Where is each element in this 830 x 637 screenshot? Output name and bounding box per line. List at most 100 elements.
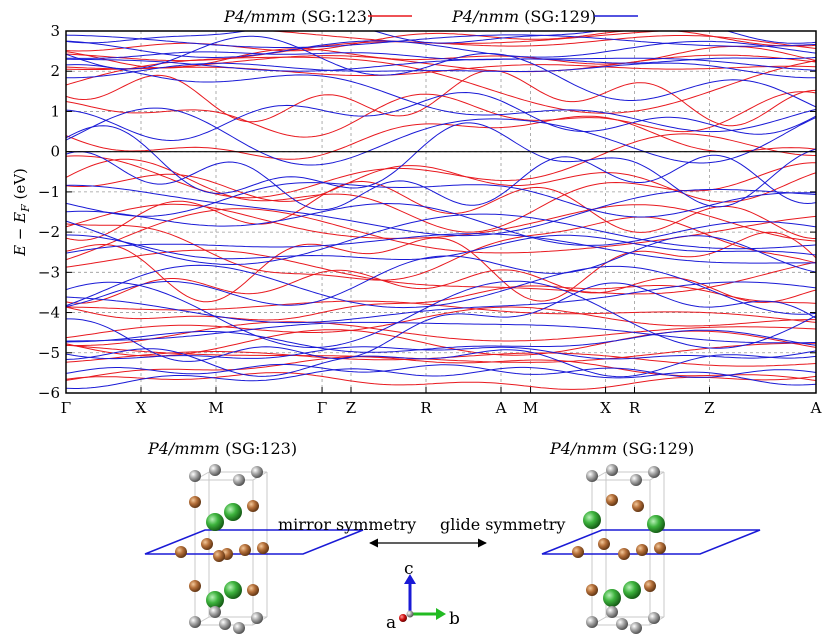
band-line <box>66 182 816 218</box>
band-lines <box>66 31 816 390</box>
band-line <box>66 235 816 307</box>
atom-gray <box>630 622 642 634</box>
y-tick-label: 3 <box>50 22 60 40</box>
band-series-1 <box>66 31 816 389</box>
legend: P4/mmm (SG:123) P4/nmm (SG:129) <box>223 7 638 26</box>
band-line <box>66 158 816 233</box>
x-tick-label: Z <box>346 399 356 417</box>
band-line <box>66 213 816 266</box>
band-line <box>66 234 816 260</box>
y-tick-label: −3 <box>38 263 60 281</box>
legend-label-p4nmm: P4/nmm (SG:129) <box>451 7 596 26</box>
band-series-0 <box>66 31 816 390</box>
a-axis-dot <box>399 614 407 622</box>
x-tick-label: M <box>523 399 538 417</box>
atom-gray <box>616 618 628 630</box>
band-line <box>66 356 816 381</box>
y-tick-label: −6 <box>38 384 60 402</box>
band-line <box>66 231 816 303</box>
band-line <box>66 346 816 360</box>
x-tick-label: X <box>136 399 147 417</box>
band-line <box>66 31 816 52</box>
atom-brown <box>654 542 666 554</box>
atom-gray <box>189 470 201 482</box>
atom-brown <box>213 550 225 562</box>
atom-brown <box>189 580 201 592</box>
band-line <box>66 107 816 166</box>
atom-gray <box>233 622 245 634</box>
atom-gray <box>189 616 201 628</box>
atom-brown <box>247 500 259 512</box>
atom-brown <box>175 546 187 558</box>
band-line <box>66 281 816 324</box>
atom-gray <box>209 464 221 476</box>
x-tick-label: Z <box>704 399 714 417</box>
band-line <box>66 306 816 339</box>
atom-gray <box>251 612 263 624</box>
x-tick-label: R <box>420 399 432 417</box>
y-axis-label: E − EF (eV) <box>11 168 32 257</box>
y-tick-label: 0 <box>50 143 60 161</box>
atom-gray <box>586 616 598 628</box>
y-tick-label: −2 <box>38 223 60 241</box>
x-tick-label: A <box>495 399 507 417</box>
band-line <box>66 321 816 344</box>
c-axis-label: c <box>404 559 414 579</box>
y-tick-label: 1 <box>50 102 60 120</box>
atom-green <box>206 513 224 531</box>
band-line <box>66 202 816 246</box>
band-line <box>66 91 816 138</box>
crystal-structure-left <box>144 464 364 634</box>
b-axis-arrowhead <box>436 608 446 620</box>
atom-gray <box>251 466 263 478</box>
band-line <box>66 91 816 142</box>
mirror-symmetry-label: mirror symmetry <box>278 515 416 534</box>
atom-green <box>583 511 601 529</box>
band-line <box>66 203 816 242</box>
band-line <box>66 40 816 58</box>
atom-brown <box>201 538 213 550</box>
structure-left: P4/mmm (SG:123) <box>144 439 364 634</box>
origin-dot <box>406 610 414 618</box>
band-line <box>66 34 816 48</box>
atom-gray <box>586 470 598 482</box>
band-line <box>66 264 816 315</box>
band-line <box>66 329 816 357</box>
c-axis-arrowhead <box>404 574 416 584</box>
atom-brown <box>618 548 630 560</box>
band-line <box>66 280 816 349</box>
atom-gray <box>648 466 660 478</box>
atom-brown <box>239 544 251 556</box>
band-line <box>66 31 816 44</box>
x-tick-label: A <box>810 399 822 417</box>
band-line <box>66 122 816 208</box>
b-axis-label: b <box>449 609 460 629</box>
atom-brown <box>189 496 201 508</box>
x-tick-label: M <box>208 399 223 417</box>
band-line <box>66 133 816 199</box>
x-tick-label: X <box>600 399 611 417</box>
atom-gray <box>630 474 642 486</box>
atom-brown <box>247 584 259 596</box>
band-line <box>66 348 816 378</box>
legend-label-p4mmm: P4/mmm (SG:123) <box>223 7 373 26</box>
band-line <box>66 64 816 133</box>
y-tick-label: 2 <box>50 62 60 80</box>
band-line <box>66 184 816 237</box>
y-tick-label: −5 <box>38 344 60 362</box>
band-line <box>66 165 816 203</box>
atom-gray <box>606 464 618 476</box>
plot-frame <box>65 30 817 394</box>
band-line <box>66 366 816 389</box>
atom-brown <box>586 584 598 596</box>
atom-brown <box>636 544 648 556</box>
axes-triad: c b a <box>386 559 460 633</box>
atom-brown <box>632 500 644 512</box>
atom-brown <box>606 494 618 506</box>
band-line <box>66 51 816 64</box>
band-line <box>66 216 816 281</box>
